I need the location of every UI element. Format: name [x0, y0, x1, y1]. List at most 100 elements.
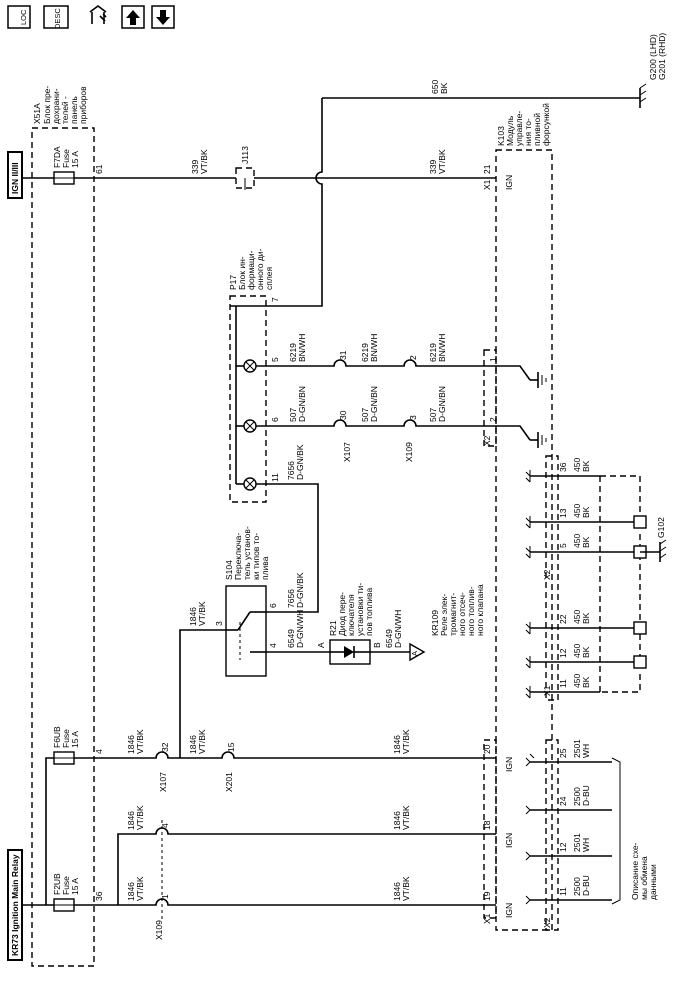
- pin-x201-15: 15: [226, 742, 236, 752]
- pin-mod-18: 18: [482, 820, 492, 830]
- wire-339[interactable]: 339 VT/BK 339 VT/BK: [92, 149, 496, 179]
- gnd-5-color: BK: [581, 536, 591, 548]
- switch-s104[interactable]: S104 Переключа- тель установ- ки типов т…: [214, 526, 278, 677]
- data-wire-25[interactable]: 25 2501 WH: [530, 739, 612, 763]
- fuse-block: X51A Блок пре- дохрани- телей - панель п…: [31, 86, 95, 967]
- module-x2-connector: [483, 349, 497, 447]
- wire-6219-color-1: BN/WH: [297, 334, 307, 362]
- data-wire-11[interactable]: 11 2500 D-BU: [530, 875, 612, 901]
- gnd-11-num: 450: [572, 674, 582, 688]
- wire-1846-e-color: VT/BK: [135, 805, 145, 830]
- data-desc-2: мы обмена: [639, 856, 649, 900]
- diode-name-2: ключателя: [346, 594, 356, 636]
- relay-kr109[interactable]: A KR109 Реле элек- тромагнит- ного отсеч…: [409, 584, 485, 662]
- wire-6219-x109: 2: [408, 355, 418, 360]
- display-pin-7: 7: [270, 297, 280, 302]
- module-ground-symbols: [525, 470, 531, 699]
- fuse-f6ub[interactable]: F6UB Fuse 15 A 4: [52, 726, 104, 765]
- data-wire-12[interactable]: 12 2501 WH: [530, 833, 612, 857]
- wire-650[interactable]: 650 BK G200 (LHD) G201 (RHD): [322, 33, 667, 108]
- ground-g200-icon: [639, 83, 647, 108]
- wire-7656[interactable]: 7656 D-GN/BK 7656 D-GN/BK: [256, 444, 319, 613]
- data-11-pin: 11: [558, 887, 568, 896]
- ground-lamp1-icon: [530, 372, 547, 388]
- diode-pin-a: A: [316, 642, 326, 648]
- gnd-12-num: 450: [572, 644, 582, 658]
- data-24-color: D-BU: [581, 785, 591, 806]
- ign-source[interactable]: IGN II/III: [7, 151, 23, 199]
- conn-x201-ign: X201: [224, 772, 234, 792]
- gnd-13-pin: 13: [558, 508, 568, 518]
- ground-wire-11[interactable]: 11 450 BK: [530, 674, 600, 693]
- gnd-11-pin: 11: [558, 679, 568, 688]
- wire-650-num: 650: [430, 80, 440, 94]
- prev-button[interactable]: [121, 5, 145, 29]
- loc-button[interactable]: LOC: [7, 5, 31, 29]
- switch-pin-6: 6: [268, 603, 278, 608]
- relay-name-3: ного отсеч-: [457, 592, 467, 636]
- gnd-12-color: BK: [581, 646, 591, 658]
- pin-x109-4: 4: [160, 823, 170, 828]
- data-12-pin: 12: [558, 842, 568, 852]
- fuse-f7da-type: Fuse: [61, 149, 71, 168]
- fuse-f2ub-pin: 36: [94, 891, 104, 901]
- wire-6549-color-2: D-GN/WH: [393, 610, 403, 648]
- gnd-36-color: BK: [581, 460, 591, 472]
- pin-mod-19: 19: [482, 891, 492, 901]
- gnd-5-num: 450: [572, 534, 582, 548]
- data-desc-3: данными: [648, 864, 658, 900]
- splice-j113[interactable]: J113: [235, 146, 255, 190]
- splice-j113-id: J113: [240, 146, 250, 164]
- home-wrench-button[interactable]: [89, 5, 107, 24]
- wire-339-color-left: VT/BK: [199, 149, 209, 174]
- diode-r21[interactable]: R21 Диод пере- ключателя установки ти- п…: [328, 583, 374, 636]
- switch-pin-3: 3: [214, 621, 224, 626]
- relay-name-2: тромагнит-: [448, 593, 458, 636]
- fuse-f7da[interactable]: F7DA Fuse 15 A 61: [22, 146, 104, 185]
- wire-1846-a-color: VT/BK: [135, 729, 145, 754]
- wire-1846-d-color: VT/BK: [135, 876, 145, 901]
- ground-g200-label: G200 (LHD): [648, 34, 658, 80]
- fuse-f6ub-name: F6UB: [52, 726, 62, 748]
- ign-18-label: IGN: [504, 833, 514, 848]
- switch-name-1: Переключа-: [233, 533, 243, 580]
- desc-button[interactable]: DESC: [43, 5, 69, 29]
- relay-source[interactable]: KR73 Ignition Main Relay: [7, 849, 23, 961]
- module-k103: K103 Модуль управле- ния то- пливной фор…: [482, 103, 553, 931]
- relay-id: KR109: [430, 610, 440, 636]
- ground-wire-13[interactable]: 13 450 BK: [530, 504, 634, 523]
- lamp-2-icon: [236, 419, 257, 433]
- wire-6549[interactable]: 6549 D-GN/WH 6549 D-GN/WH A B: [266, 610, 410, 665]
- data-wire-24[interactable]: 24 2500 D-BU: [530, 785, 612, 811]
- wire-1846-pin20[interactable]: 1846 VT/BK 1846 VT/BK 1846 VT/BK 32 15 X…: [92, 729, 514, 792]
- gnd-22-pin: 22: [558, 614, 568, 624]
- display-name-1: Блок ин-: [237, 256, 247, 290]
- ground-wire-12[interactable]: 12 450 BK: [530, 644, 634, 663]
- wire-1846-switch[interactable]: 1846 VT/BK: [179, 601, 226, 758]
- wire-1846-pin19[interactable]: 1846 VT/BK 1846 VT/BK 1846 VT/BK 1846 VT…: [92, 805, 514, 940]
- data-25-color: WH: [581, 744, 591, 758]
- module-pin-21: 21: [482, 164, 492, 174]
- next-button[interactable]: [151, 5, 175, 29]
- wire-507[interactable]: 507 D-GN/BN 507 D-GN/BN 507 D-GN/BN 30 3…: [256, 386, 547, 448]
- wire-507-num-3: 507: [428, 408, 438, 422]
- gnd-5-pin: 5: [558, 543, 568, 548]
- ground-wire-36[interactable]: 36 450 BK: [530, 458, 600, 477]
- ground-wire-5[interactable]: 5 450 BK: [530, 534, 634, 553]
- gnd-13-color: BK: [581, 506, 591, 518]
- switch-name-2: тель установ-: [242, 526, 252, 580]
- wire-1846-d-num: 1846: [126, 882, 136, 901]
- loc-label: LOC: [19, 9, 28, 25]
- wire-507-color-1: D-GN/BN: [297, 386, 307, 422]
- display-name-2: формаци-: [246, 250, 256, 290]
- conn-x107-lamp: X107: [342, 442, 352, 462]
- relay-bus: [45, 757, 54, 905]
- gnd-36-pin: 36: [558, 462, 568, 472]
- wire-7656-num-2: 7656: [286, 589, 296, 608]
- module-x2-data: X2: [542, 917, 552, 928]
- fuse-f2ub[interactable]: F2UB Fuse 15 A 36: [22, 873, 104, 912]
- module-name-2: управле-: [514, 111, 524, 146]
- ground-wire-22[interactable]: 22 450 BK: [530, 610, 634, 629]
- wire-6219[interactable]: 6219 BN/WH 6219 BN/WH 6219 BN/WH 31 2 1: [256, 334, 547, 388]
